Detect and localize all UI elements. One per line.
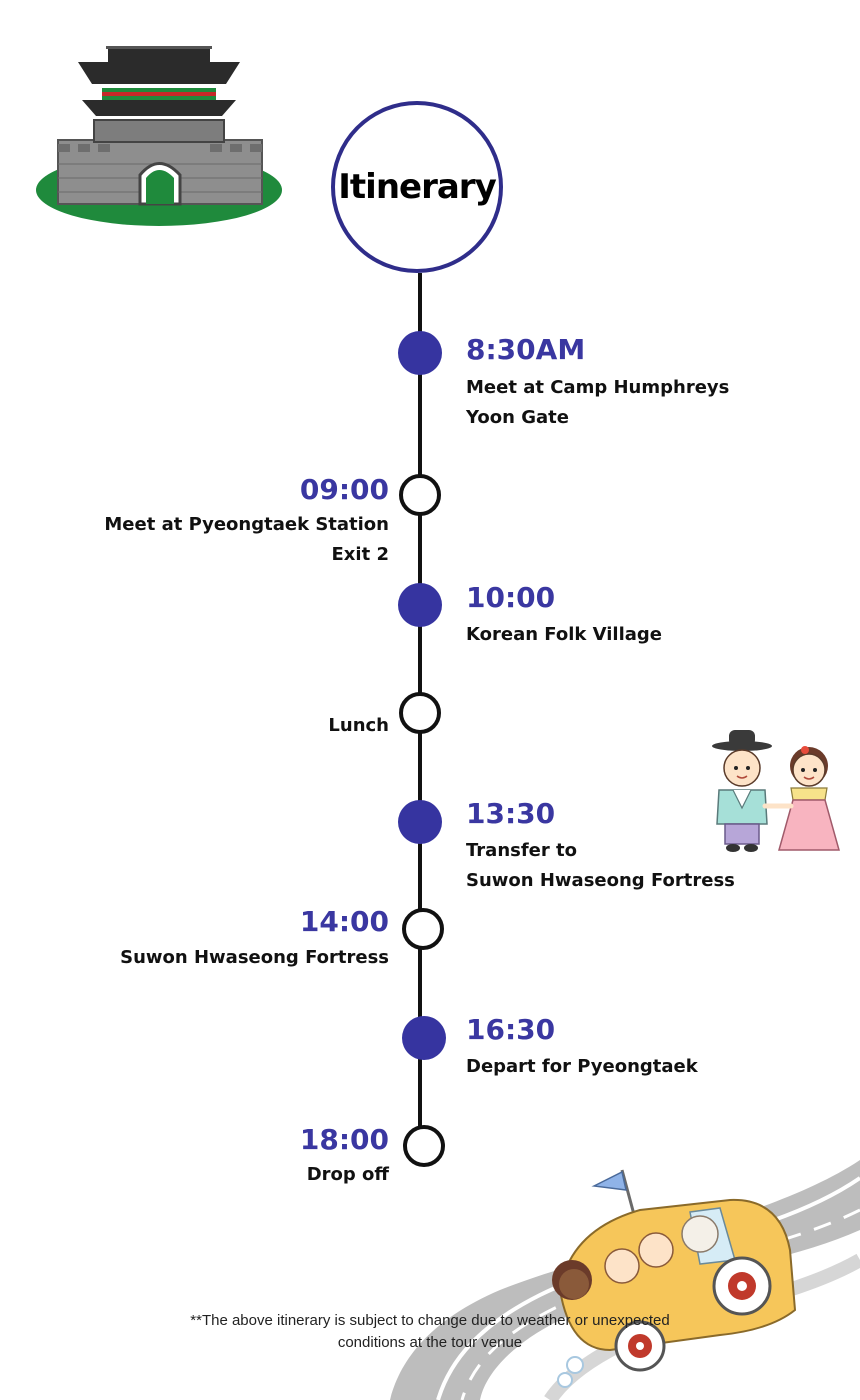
timeline-dot-open <box>402 908 444 950</box>
event-time: 13:30 <box>466 797 556 830</box>
page-title: Itinerary <box>338 167 496 207</box>
event-description: Depart for Pyeongtaek <box>466 1056 698 1077</box>
timeline-dot-filled <box>402 1016 446 1060</box>
event-description: Korean Folk Village <box>466 624 663 645</box>
event-time: 8:30AM <box>466 333 586 366</box>
event-time: 09:00 <box>299 473 389 506</box>
korean-gate-illustration <box>36 46 282 226</box>
car-road-illustration <box>390 1160 860 1400</box>
timeline-dot-open <box>399 692 441 734</box>
event-description: Lunch <box>328 715 389 736</box>
timeline-dot-filled <box>398 583 442 627</box>
disclaimer-note: **The above itinerary is subject to chan… <box>190 1312 670 1351</box>
timeline-dot-open <box>403 1125 445 1167</box>
event-description: Meet at Camp Humphreys Yoon Gate <box>466 377 730 428</box>
event-time: 18:00 <box>299 1123 389 1156</box>
itinerary-title-circle: Itinerary <box>331 101 503 273</box>
hanbok-children-illustration <box>712 730 840 852</box>
event-time: 14:00 <box>299 905 389 938</box>
event-time: 10:00 <box>466 581 556 614</box>
event-description: Meet at Pyeongtaek Station Exit 2 <box>104 514 389 565</box>
event-description: Suwon Hwaseong Fortress <box>120 947 389 968</box>
event-description: Drop off <box>306 1164 389 1185</box>
event-description: Transfer to Suwon Hwaseong Fortress <box>466 840 735 891</box>
timeline-dot-open <box>399 474 441 516</box>
timeline-dot-filled <box>398 800 442 844</box>
event-time: 16:30 <box>466 1013 556 1046</box>
timeline-dot-filled <box>398 331 442 375</box>
